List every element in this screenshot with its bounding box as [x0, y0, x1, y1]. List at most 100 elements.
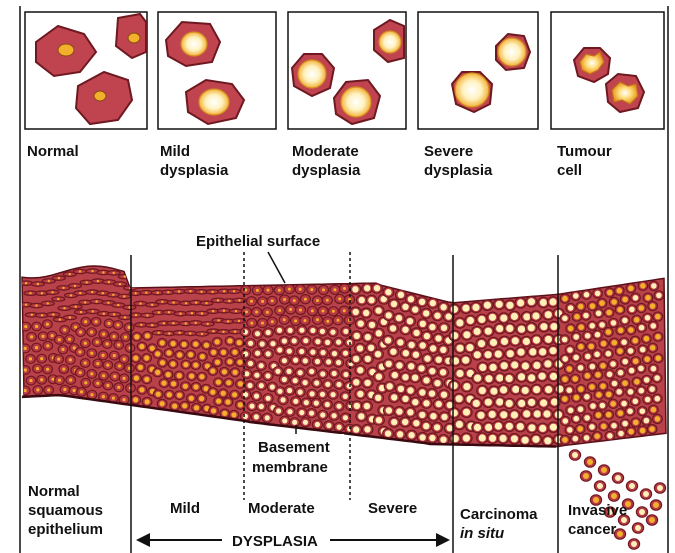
- tissue-cell-nucleus: [588, 344, 594, 350]
- tissue-cell-nucleus: [24, 368, 27, 371]
- tissue-cell-nucleus: [211, 291, 213, 293]
- tissue-cell-nucleus: [113, 354, 116, 357]
- tissue-cell-nucleus: [294, 319, 297, 322]
- tissue-cell-nucleus: [606, 392, 612, 398]
- tissue-cell-nucleus: [359, 297, 365, 303]
- tissue-cell-nucleus: [618, 410, 624, 416]
- tissue-cell-nucleus: [447, 425, 453, 431]
- tissue-cell-nucleus: [616, 389, 622, 395]
- tissue-cell-nucleus: [649, 386, 655, 392]
- tissue-cell-nucleus: [429, 435, 435, 441]
- tissue-cell-nucleus: [649, 426, 655, 432]
- tissue-cell-nucleus: [24, 325, 27, 328]
- tissue-cell-nucleus: [611, 320, 617, 326]
- tissue-cell-nucleus: [118, 364, 121, 367]
- tissue-cell-nucleus: [314, 401, 319, 406]
- tissue-cell-nucleus: [654, 375, 660, 381]
- tissue-cell-nucleus: [585, 373, 591, 379]
- annotation-label-line-1: Basement: [258, 439, 330, 456]
- tissue-cell-nucleus: [563, 418, 569, 424]
- tissue-cell-nucleus: [385, 337, 391, 343]
- tissue-cell-nucleus: [601, 467, 607, 473]
- tissue-cell-nucleus: [500, 315, 507, 322]
- tissue-cell-nucleus: [238, 402, 243, 407]
- tissue-cell-nucleus: [166, 350, 171, 355]
- tissue-cell-nucleus: [474, 328, 481, 335]
- tissue-cell-nucleus: [451, 306, 458, 313]
- tissue-cell-nucleus: [79, 292, 81, 294]
- tissue-cell-nucleus: [117, 343, 120, 346]
- tissue-cell-nucleus: [622, 318, 628, 324]
- tissue-cell-nucleus: [217, 319, 219, 321]
- tissue-cell-nucleus: [545, 336, 552, 343]
- arrow-head-right: [436, 533, 450, 547]
- tissue-cell-nucleus: [266, 351, 271, 356]
- tissue-cell-nucleus: [172, 301, 174, 303]
- tissue-cell-nucleus: [134, 334, 139, 339]
- tissue-cell-nucleus: [145, 292, 147, 294]
- tissue-cell-nucleus: [177, 352, 182, 357]
- tissue-cell-nucleus: [293, 378, 298, 383]
- tissue-cell-nucleus: [277, 389, 282, 394]
- tissue-cell-nucleus: [278, 289, 281, 292]
- tissue-cell-nucleus: [106, 342, 109, 345]
- tissue-cell-nucleus: [233, 290, 235, 292]
- tissue-cell-nucleus: [150, 346, 155, 351]
- tissue-cell-nucleus: [36, 388, 39, 391]
- tissue-cell-nucleus: [633, 399, 639, 405]
- panel-normal: Normal: [25, 12, 147, 160]
- tissue-cell-nucleus: [227, 359, 232, 364]
- tissue-cell-nucleus: [474, 424, 481, 431]
- tissue-cell-nucleus: [310, 328, 315, 333]
- tissue-cell-nucleus: [58, 379, 61, 382]
- tissue-cell-nucleus: [227, 320, 229, 322]
- dysplasia-label: DYSPLASIA: [232, 533, 318, 550]
- tissue-cell-nucleus: [578, 324, 584, 330]
- panel-label-line-1: Normal: [27, 143, 79, 160]
- tissue-cell-nucleus: [222, 411, 227, 416]
- tissue-cell-nucleus: [266, 311, 269, 314]
- tissue-cell-nucleus: [412, 399, 418, 405]
- tissue-cell-nucleus: [182, 403, 187, 408]
- tissue-cell-nucleus: [92, 310, 94, 312]
- tissue-cell-nucleus: [62, 368, 65, 371]
- tissue-cell-nucleus: [472, 304, 479, 311]
- tissue-cell-nucleus: [116, 323, 119, 326]
- tissue-cell-nucleus: [456, 370, 463, 377]
- tissue-cell-nucleus: [408, 363, 414, 369]
- tissue-cell-nucleus: [332, 371, 337, 376]
- tissue-cell-nucleus: [96, 382, 99, 385]
- tissue-cell-nucleus: [585, 354, 591, 360]
- tissue-cell-nucleus: [69, 358, 72, 361]
- tissue-cell-nucleus: [568, 326, 574, 332]
- tissue-cell-nucleus: [25, 304, 27, 306]
- tissue-cell-nucleus: [102, 354, 105, 357]
- panel-frame: [418, 12, 538, 129]
- tissue-cell-nucleus: [607, 433, 613, 439]
- tissue-cell-nucleus: [590, 303, 596, 309]
- tissue-cell-nucleus: [106, 384, 109, 387]
- tissue-cell-nucleus: [518, 400, 525, 407]
- tissue-cell-nucleus: [364, 380, 370, 386]
- tissue-cell-nucleus: [320, 329, 325, 334]
- tissue-cell-nucleus: [343, 415, 348, 420]
- tissue-cell-nucleus: [84, 301, 86, 303]
- tissue-cell-nucleus: [612, 381, 618, 387]
- tissue-cell-nucleus: [74, 285, 76, 287]
- tissue-cell-nucleus: [634, 379, 640, 385]
- tissue-cell-nucleus: [441, 325, 447, 331]
- tissue-cell-nucleus: [255, 311, 258, 314]
- tissue-cell-nucleus: [158, 332, 160, 334]
- tissue-cell-nucleus: [254, 414, 259, 419]
- tissue-cell-nucleus: [467, 317, 474, 324]
- tissue-cell-nucleus: [485, 375, 492, 382]
- tissue-cell-nucleus: [316, 299, 319, 302]
- tissue-cell-nucleus: [84, 320, 87, 323]
- tissue-cell-nucleus: [139, 387, 144, 392]
- tissue-cell-nucleus: [183, 384, 188, 389]
- tissue-cell-nucleus: [151, 304, 153, 306]
- tissue-cell-nucleus: [200, 354, 205, 359]
- tissue-cell-nucleus: [61, 348, 64, 351]
- tissue-cell-nucleus: [408, 432, 414, 438]
- tissue-cell-nucleus: [124, 336, 127, 339]
